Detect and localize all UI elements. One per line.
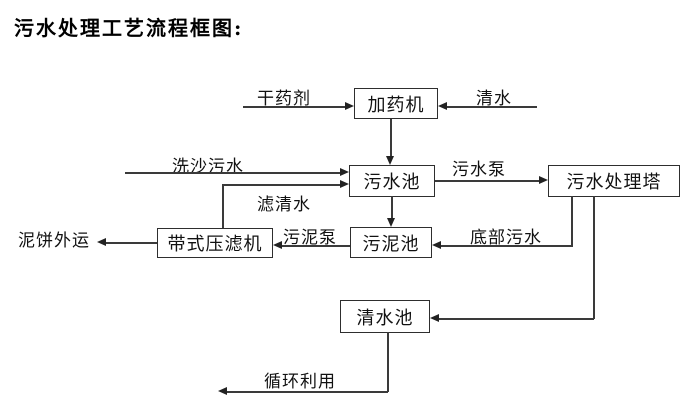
node-belt-filter-press: 带式压滤机 [157,228,273,258]
arrowhead-left-icon [273,241,282,249]
arrowhead-right-icon [340,180,349,188]
flow-line-filtered-water-riser [222,184,224,228]
arrowhead-left-icon [218,387,227,395]
flow-label-clean-water: 清水 [476,89,512,109]
arrowhead-left-icon [438,102,447,110]
node-sewage-pool: 污水池 [349,165,435,197]
arrowhead-down-icon [387,218,395,227]
flow-line-tower-bottom-drop [571,196,573,247]
arrowhead-right-icon [539,176,548,184]
node-sludge-pool: 污泥池 [350,227,432,258]
flow-label-recycle: 循环利用 [264,372,336,392]
flow-label-dry-chemical: 干药剂 [257,89,311,109]
node-treatment-tower: 污水处理塔 [548,165,680,197]
flow-line-sludge-pump [282,245,350,247]
flow-line-dosing-to-sewage-pool [390,119,392,157]
arrowhead-left-icon [430,314,439,322]
flow-label-bottom-sewage: 底部污水 [470,228,542,248]
flow-line-recycle [227,391,388,393]
flow-line-sand-washing-sewage [125,172,340,174]
flow-label-mud-cake-out: 泥饼外运 [18,231,90,251]
page-title: 污水处理工艺流程框图: [14,16,244,40]
flow-line-clean-pool-drop [387,332,389,392]
flow-line-sewage-pool-to-sludge-pool [391,196,393,219]
flow-line-filtered-water [222,184,340,186]
flow-line-clean-water [447,106,537,108]
flow-line-dry-chemical [243,106,345,108]
arrowhead-right-icon [340,168,349,176]
flow-line-mud-cake-out [106,242,157,244]
flow-line-tower-to-clean-pool [439,318,594,320]
node-clean-water-pool: 清水池 [340,300,430,333]
flow-line-tower-clean-drop [593,196,595,319]
flow-label-filtered-water: 滤清水 [257,195,311,215]
flow-line-bottom-sewage [441,245,572,247]
flow-label-sewage-pump: 污水泵 [452,160,506,180]
flow-line-sewage-pump [435,180,539,182]
arrowhead-left-icon [432,241,441,249]
arrowhead-left-icon [97,238,106,246]
arrowhead-right-icon [345,102,354,110]
flow-label-sludge-pump: 污泥泵 [283,228,337,248]
node-dosing-machine: 加药机 [354,88,438,119]
arrowhead-down-icon [386,156,394,165]
